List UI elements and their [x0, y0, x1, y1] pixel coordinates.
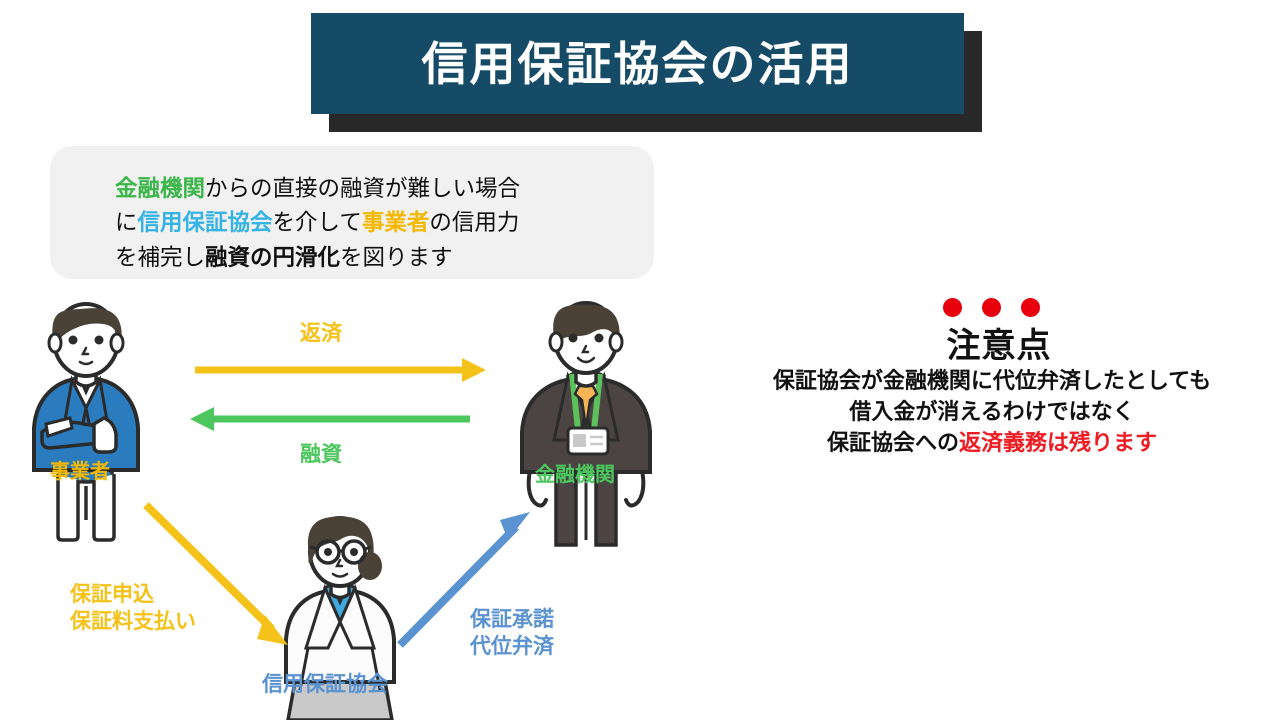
flow-label-hosho-shodaku: 保証承諾 代位弁済	[470, 607, 554, 658]
caution-dots	[943, 298, 1040, 317]
desc-line1-rest: からの直接の融資が難しい場合	[205, 176, 521, 202]
caution-line3-prefix: 保証協会への	[826, 431, 959, 457]
caution-line-1: 保証協会が金融機関に代位弁済したとしても	[772, 369, 1212, 394]
description-line-2: に信用保証協会を介して事業者の信用力	[115, 206, 585, 240]
title-banner: 信用保証協会の活用	[311, 13, 964, 114]
caution-line3-highlight: 返済義務は残ります	[959, 431, 1158, 457]
caution-line-3: 保証協会への返済義務は残ります	[718, 428, 1266, 459]
description-line-3: を補完し融資の円滑化を図ります	[115, 241, 585, 275]
label-shinyo-hosho-kyokai: 信用保証協会	[262, 672, 388, 696]
desc-line2-b: を介して	[272, 210, 362, 237]
description-text: 金融機関からの直接の融資が難しい場合 に信用保証協会を介して事業者の信用力 を補…	[115, 172, 585, 275]
caution-line-2: 借入金が消えるわけではなく	[849, 400, 1135, 426]
desc-term-jigyosha: 事業者	[361, 210, 430, 237]
page-title: 信用保証協会の活用	[421, 36, 854, 91]
flow-label-hensai: 返済	[300, 321, 342, 345]
desc-term-kinyu-kikan: 金融機関	[115, 176, 206, 202]
label-kinyu-kikan: 金融機関	[535, 462, 615, 486]
flow-label-yushi: 融資	[300, 442, 342, 466]
caution-heading: 注意点	[946, 326, 1052, 366]
description-line-1: 金融機関からの直接の融資が難しい場合	[115, 172, 585, 206]
desc-line3-a: を補完し	[115, 244, 206, 271]
caution-dot-2	[982, 298, 1001, 317]
arrow-yushi	[190, 407, 470, 431]
description-box	[50, 146, 654, 279]
desc-line3-b: を図ります	[340, 244, 453, 271]
caution-dot-1	[943, 298, 962, 317]
caution-dot-3	[1021, 298, 1040, 317]
label-jigyosha: 事業者	[50, 459, 110, 483]
caution-body: 保証協会が金融機関に代位弁済したとしても 借入金が消えるわけではなく 保証協会へ…	[718, 366, 1266, 460]
desc-line2-a: に	[115, 210, 138, 237]
desc-term-kyokai: 信用保証協会	[137, 210, 273, 237]
desc-line2-c: の信用力	[429, 210, 520, 237]
flow-label-hosho-moshikomi: 保証申込 保証料支払い	[70, 582, 196, 633]
desc-term-enkatsuka: 融資の円滑化	[205, 244, 341, 271]
